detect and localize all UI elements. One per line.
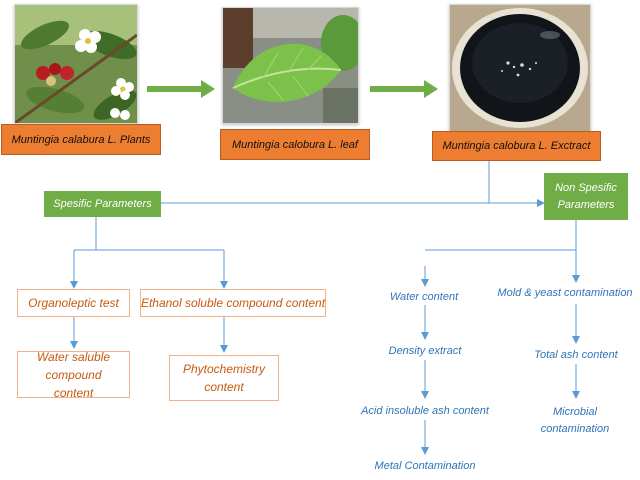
extract-caption: Muntingia calobura L. Exctract [432, 131, 601, 161]
specific-parameters-box: Spesific Parameters [44, 191, 161, 217]
flower-plant-icon [15, 5, 137, 123]
acid-insoluble-ash-label: Acid insoluble ash content [361, 405, 489, 417]
green-arrow-2 [370, 80, 438, 98]
green-arrow-1 [147, 80, 215, 98]
leaf-photo [222, 7, 359, 124]
organoleptic-test-box: Organoleptic test [17, 289, 130, 317]
ethanol-soluble-box: Ethanol soluble compound content [140, 289, 326, 317]
plant-photo [14, 4, 138, 124]
microbial-contamination-label: Microbial contamination [540, 406, 610, 435]
water-soluble-box: Water saluble compound content [17, 350, 130, 400]
plants-caption: Muntingia calabura L. Plants [1, 124, 161, 155]
phytochemistry-box: Phytochemistry content [169, 355, 279, 401]
total-ash-label: Total ash content [534, 349, 618, 361]
extract-photo [449, 4, 591, 132]
density-extract-label: Density extract [388, 345, 462, 357]
extract-dish-icon [450, 5, 590, 131]
leaf-caption: Muntingia calobura L. leaf [220, 129, 370, 160]
metal-contamination-label: Metal Contamination [374, 460, 476, 472]
non-specific-parameters-box: Non Spesific Parameters [544, 173, 628, 220]
mold-yeast-label: Mold & yeast contamination [497, 287, 633, 299]
leaf-icon [223, 8, 358, 123]
water-content-label: Water content [389, 291, 459, 303]
